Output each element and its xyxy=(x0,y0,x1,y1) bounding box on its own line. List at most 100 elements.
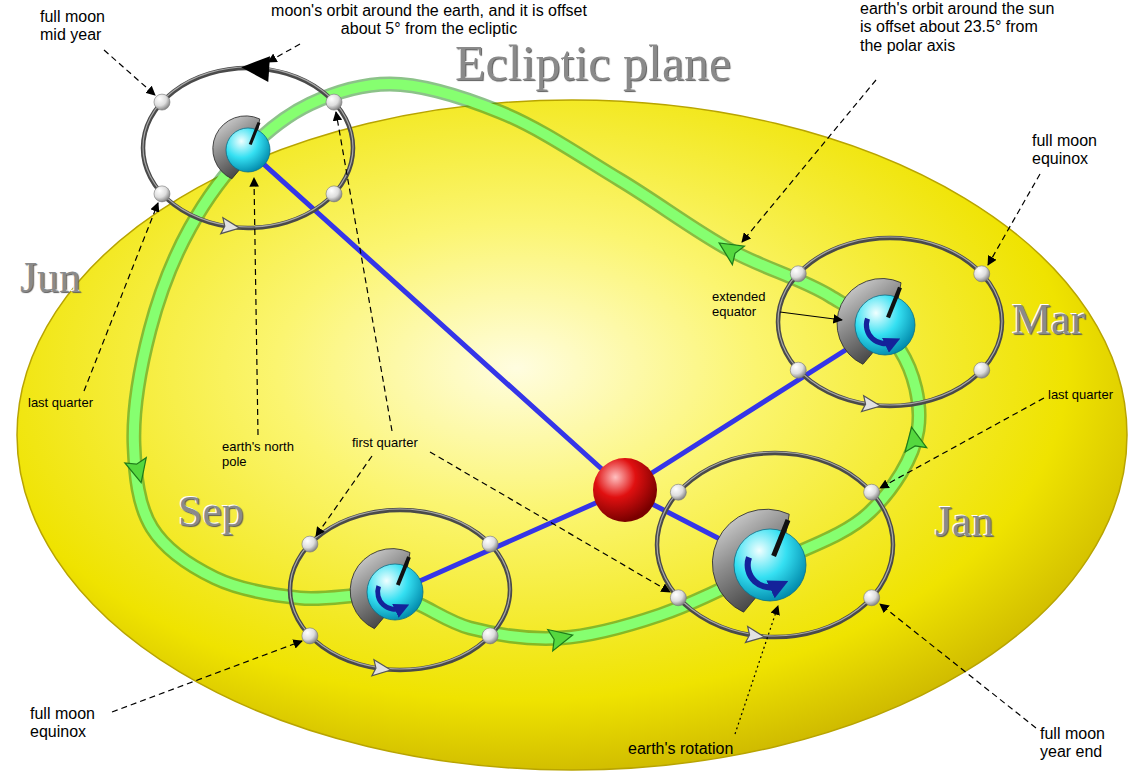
moon-orbit-highlight xyxy=(657,452,893,636)
sun-earth-lines xyxy=(248,150,885,592)
callout-label: full moon equinox xyxy=(1032,132,1127,169)
callout-label: earth's rotation xyxy=(628,740,733,758)
ecliptic-plane xyxy=(17,100,1127,770)
earth-sphere xyxy=(226,128,270,172)
moon-dot xyxy=(974,362,990,378)
earth-group xyxy=(202,105,270,181)
callout-label: full moon equinox xyxy=(30,705,125,742)
moon-orbit-arrowhead xyxy=(221,218,241,236)
moon-dot xyxy=(974,266,990,282)
callout-label: last quarter xyxy=(1048,388,1113,403)
moons xyxy=(154,94,990,644)
label-slot: moon's orbit around the earth, and it is… xyxy=(268,2,590,39)
moon-orbit-highlight xyxy=(143,67,353,227)
leader-line xyxy=(742,80,876,242)
orbit-arrowhead xyxy=(548,624,575,651)
orbit-band-edge xyxy=(134,84,919,638)
moon-dot xyxy=(670,484,686,500)
earth-orbit xyxy=(125,84,927,651)
callout-label: moon's orbit around the earth, and it is… xyxy=(268,2,590,39)
moon-dot xyxy=(154,186,170,202)
leader-line xyxy=(735,606,778,734)
earth-group xyxy=(695,491,806,615)
earth-sphere xyxy=(367,564,423,620)
moon-dot xyxy=(302,536,318,552)
moon-orbit-highlight xyxy=(290,509,510,669)
moon-orbit-ring xyxy=(143,68,353,228)
orbit-arrowhead xyxy=(901,425,927,452)
label-slot: Mar xyxy=(1012,298,1085,342)
moon-dot xyxy=(482,536,498,552)
label-slot: Jan xyxy=(935,500,994,544)
leader-line xyxy=(268,44,300,62)
orbit-direction-arrowhead xyxy=(240,54,270,82)
sun-earth-line xyxy=(248,150,770,565)
leader-line xyxy=(430,452,670,592)
leader-line xyxy=(880,604,1036,728)
orbit-band xyxy=(134,84,919,638)
leader-line xyxy=(84,203,158,391)
moon-orbit-arrowhead xyxy=(372,660,392,678)
month-label: Sep xyxy=(178,490,244,534)
rotation-arrow xyxy=(378,586,403,609)
moon-dot xyxy=(864,484,880,500)
earth-axis xyxy=(398,557,409,585)
plane-title: Ecliptic plane xyxy=(455,38,731,88)
moon-orbit-highlight xyxy=(778,237,1002,405)
moon-orbit-ring xyxy=(657,453,893,637)
leader-line xyxy=(316,456,372,536)
callout-label: full moon year end xyxy=(1040,725,1135,762)
moon-dot xyxy=(154,94,170,110)
moon-dot xyxy=(302,628,318,644)
label-slot: extended equator xyxy=(712,290,776,320)
leader-line xyxy=(104,50,155,95)
callout-label: last quarter xyxy=(28,396,93,411)
moon-orbit-arrowhead xyxy=(862,396,882,414)
label-slot: earth's rotation xyxy=(628,740,733,758)
label-slot: full moon equinox xyxy=(30,705,125,742)
earth-axis xyxy=(250,123,259,145)
label-slot: earth's north pole xyxy=(222,440,296,470)
callout-label: earth's north pole xyxy=(222,440,296,470)
callout-label: extended equator xyxy=(712,290,776,320)
month-label: Jan xyxy=(935,500,994,544)
leader-line xyxy=(780,312,842,320)
label-slot: first quarter xyxy=(352,436,418,451)
moon-orbit-arrowhead xyxy=(745,627,765,645)
label-slot: full moon mid year xyxy=(40,8,135,45)
label-slot: last quarter xyxy=(1048,388,1113,403)
orbit-arrowhead xyxy=(125,458,152,486)
earth-sphere xyxy=(855,295,915,355)
leader-line xyxy=(112,641,302,712)
label-slot: earth's orbit around the sun is offset a… xyxy=(860,0,1055,55)
leader-line xyxy=(988,174,1040,265)
rotation-arrow xyxy=(748,557,780,587)
moon-dot xyxy=(326,186,342,202)
moon-orbit-ring xyxy=(290,510,510,670)
month-label: Mar xyxy=(1012,298,1085,342)
moon-dot xyxy=(790,362,806,378)
callout-label: first quarter xyxy=(352,436,418,451)
callout-label: full moon mid year xyxy=(40,8,135,45)
label-slot: Jun xyxy=(20,256,81,300)
label-slot: last quarter xyxy=(28,396,93,411)
moon-dot xyxy=(482,628,498,644)
sun xyxy=(593,458,657,522)
moon-dot xyxy=(326,94,342,110)
month-label: Jun xyxy=(20,256,81,300)
leader-line xyxy=(880,398,1044,488)
moon-dot xyxy=(864,590,880,606)
earth-group xyxy=(822,264,915,367)
moon-dot xyxy=(790,266,806,282)
earth-sphere xyxy=(734,529,806,601)
moon-orbit-ring xyxy=(778,238,1002,406)
sun-sphere xyxy=(593,458,657,522)
earth-axis xyxy=(774,520,788,556)
rotation-arrow xyxy=(866,319,892,344)
earth-axis xyxy=(888,288,900,318)
label-slot: Ecliptic plane xyxy=(455,38,731,88)
leader-line xyxy=(336,112,392,431)
callout-label: earth's orbit around the sun is offset a… xyxy=(860,0,1055,55)
